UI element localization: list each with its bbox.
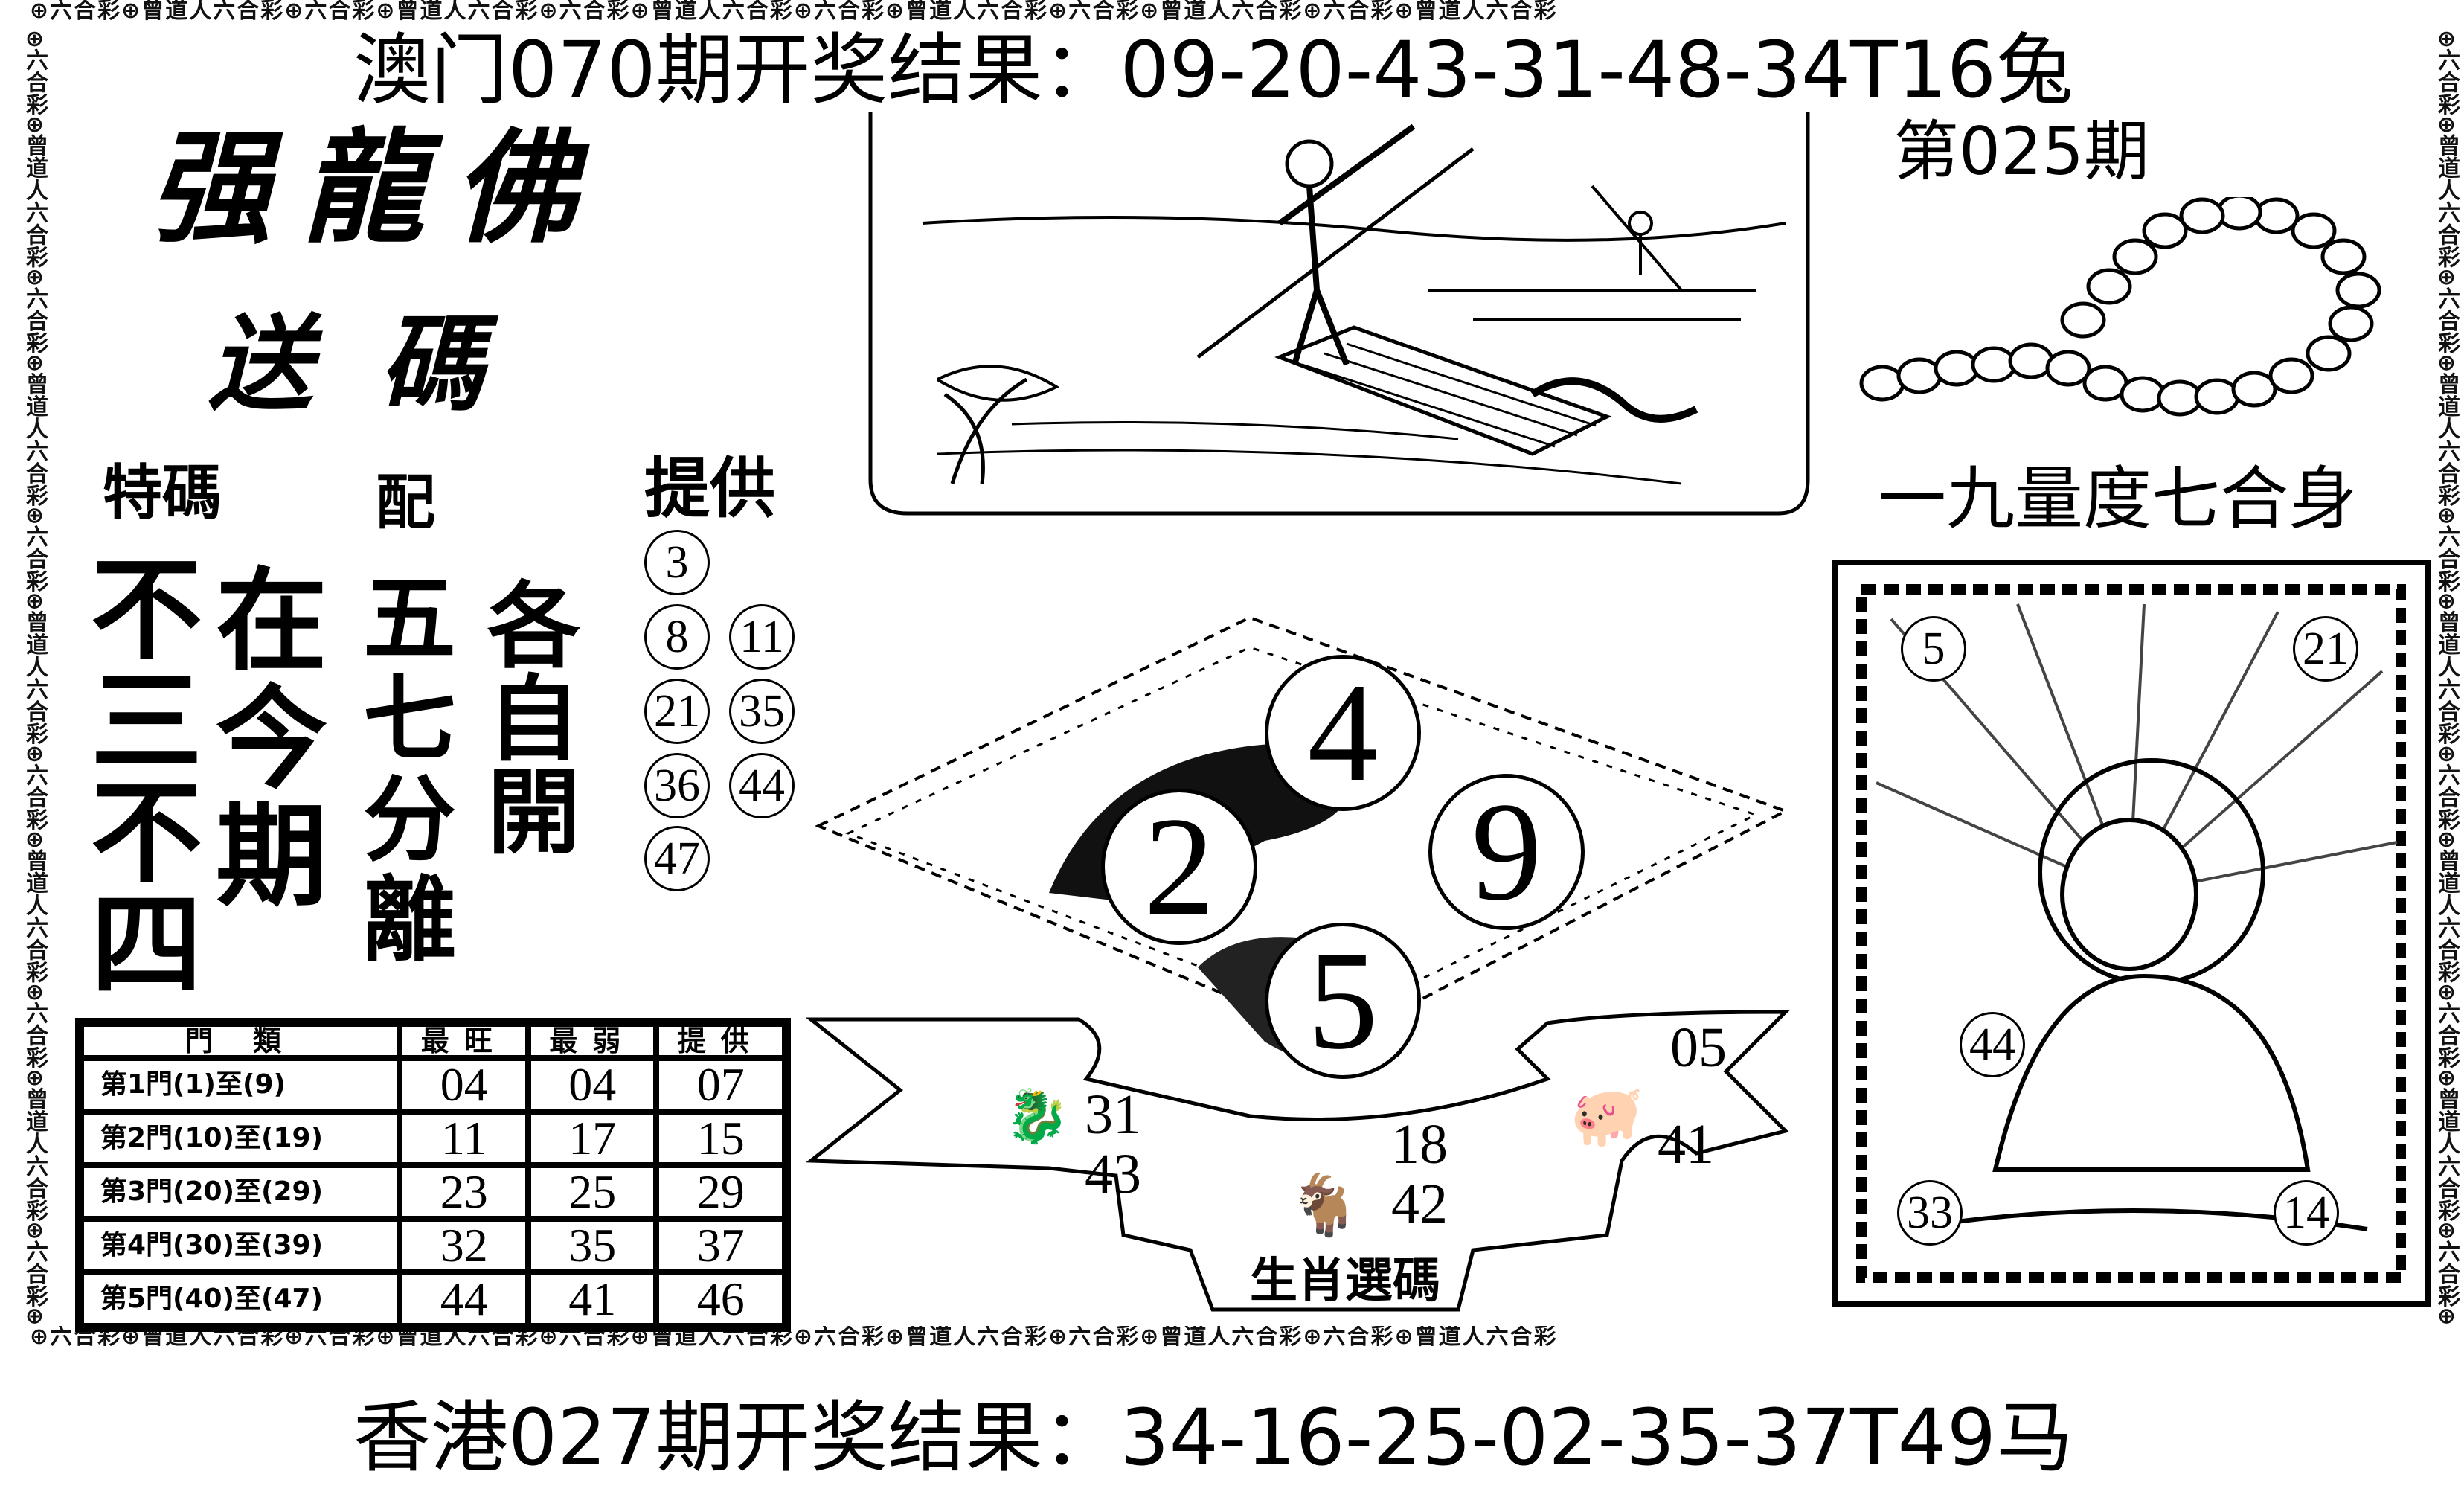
provided-number: 8	[644, 604, 710, 670]
issue-number: 第025期	[1893, 113, 2149, 190]
gate-label: 第5門(40)至(47)	[84, 1275, 397, 1323]
provided-number: 21	[644, 679, 710, 744]
provided-number: 36	[644, 753, 710, 818]
header-cell: 提供	[659, 1027, 782, 1055]
phrase-column-3: 五 七 分 離	[363, 573, 456, 967]
cell: 17	[530, 1115, 654, 1162]
cell: 29	[659, 1168, 782, 1216]
label-pair: 配	[376, 467, 435, 537]
zodiac-number: 18	[1391, 1113, 1448, 1176]
phrase-char: 離	[363, 866, 456, 975]
table-row: 第2門(10)至(19) 11 17 15	[84, 1115, 782, 1162]
provided-number: 44	[729, 753, 795, 818]
calligraphy-title: 强龍佛	[149, 115, 606, 260]
right-number: 5	[1901, 616, 1966, 682]
cell: 35	[530, 1222, 654, 1269]
phrase-char: 今	[216, 673, 328, 804]
provided-number: 35	[729, 679, 795, 744]
cell: 07	[659, 1061, 782, 1109]
phrase-column-4: 各 自 開	[487, 580, 580, 859]
right-border-strip: ⊕六合彩⊕曾道人六合彩⊕六合彩⊕曾道人六合彩⊕六合彩⊕曾道人六合彩⊕六合彩⊕曾道…	[2433, 30, 2460, 1324]
cell: 37	[659, 1222, 782, 1269]
cell: 46	[659, 1275, 782, 1323]
phrase-char: 開	[487, 758, 580, 867]
right-title: 一九量度七合身	[1878, 459, 2358, 539]
right-number: 33	[1897, 1180, 1963, 1246]
cell: 11	[402, 1115, 525, 1162]
cell: 41	[530, 1275, 654, 1323]
zodiac-number: 05	[1670, 1016, 1727, 1079]
phrase-char: 分	[363, 766, 456, 874]
table-row: 第5門(40)至(47) 44 41 46	[84, 1275, 782, 1323]
zodiac-number: 43	[1085, 1143, 1141, 1205]
gate-label: 第2門(10)至(19)	[84, 1115, 397, 1162]
header-cell: 最旺	[402, 1027, 525, 1055]
phrase-char: 自	[487, 665, 580, 774]
phrase-char: 五	[363, 565, 456, 673]
phrase-char: 各	[487, 572, 580, 681]
cell: 23	[402, 1168, 525, 1216]
phrase-char: 在	[216, 556, 328, 687]
calligraphy-subtitle: 送碼	[208, 304, 551, 426]
table-row: 第3門(20)至(29) 23 25 29	[84, 1168, 782, 1216]
raft-fisherman-illustration	[868, 112, 1810, 516]
phrase-char: 不	[91, 545, 203, 676]
phrase-char: 期	[216, 791, 328, 922]
gate-table: 門 類 最旺 最弱 提供 第1門(1)至(9) 04 04 07 第2門(10)…	[75, 1018, 791, 1332]
pig-icon: 🐖	[1570, 1081, 1644, 1150]
left-border-strip: ⊕六合彩⊕曾道人六合彩⊕六合彩⊕曾道人六合彩⊕六合彩⊕曾道人六合彩⊕六合彩⊕曾道…	[22, 30, 48, 1324]
label-provide: 提供	[644, 449, 776, 527]
provided-number: 47	[644, 826, 710, 891]
cell: 04	[402, 1061, 525, 1109]
zodiac-caption: 生肖選碼	[1250, 1254, 1440, 1309]
cell: 15	[659, 1115, 782, 1162]
zodiac-number: 31	[1085, 1083, 1141, 1146]
cell: 44	[402, 1275, 525, 1323]
right-number: 44	[1960, 1012, 2025, 1077]
macau-result-headline: 澳门070期开奖结果：09-20-43-31-48-34T16兔	[353, 25, 2074, 115]
hongkong-result-headline: 香港027期开奖结果：34-16-25-02-35-37T49马	[353, 1392, 2074, 1483]
provided-number: 3	[644, 530, 710, 595]
table-header-row: 門 類 最旺 最弱 提供	[84, 1027, 782, 1055]
right-number: 21	[2293, 616, 2358, 682]
cell: 04	[530, 1061, 654, 1109]
bead-necklace-illustration	[1859, 197, 2381, 417]
cell: 25	[530, 1168, 654, 1216]
label-special: 特碼	[103, 458, 222, 528]
gate-label: 第1門(1)至(9)	[84, 1061, 397, 1109]
table-row: 第1門(1)至(9) 04 04 07	[84, 1061, 782, 1109]
cell: 32	[402, 1222, 525, 1269]
table-row: 第4門(30)至(39) 32 35 37	[84, 1222, 782, 1269]
right-number: 14	[2274, 1180, 2339, 1246]
phrase-char: 四	[91, 879, 203, 1010]
provided-number: 11	[729, 604, 795, 670]
lucky-ball: 9	[1428, 774, 1585, 930]
goat-icon: 🐐	[1287, 1170, 1361, 1240]
gate-label: 第4門(30)至(39)	[84, 1222, 397, 1269]
lucky-ball: 2	[1101, 789, 1257, 945]
phrase-column-2: 在 今 期	[216, 565, 327, 912]
phrase-char: 不	[91, 768, 203, 899]
phrase-char: 三	[91, 656, 203, 787]
top-border-strip: ⊕六合彩⊕曾道人六合彩⊕六合彩⊕曾道人六合彩⊕六合彩⊕曾道人六合彩⊕六合彩⊕曾道…	[30, 0, 1558, 24]
gate-label: 第3門(20)至(29)	[84, 1168, 397, 1216]
zodiac-number: 42	[1391, 1173, 1448, 1235]
phrase-char: 七	[363, 665, 456, 774]
header-cell: 門 類	[84, 1027, 397, 1055]
lucky-ball: 5	[1265, 923, 1421, 1079]
header-cell: 最弱	[530, 1027, 654, 1055]
phrase-column-1: 不 三 不 四	[91, 554, 202, 1001]
dragon-icon: 🐉	[1004, 1086, 1070, 1147]
zodiac-number: 41	[1658, 1113, 1714, 1176]
lucky-ball: 4	[1265, 655, 1421, 811]
